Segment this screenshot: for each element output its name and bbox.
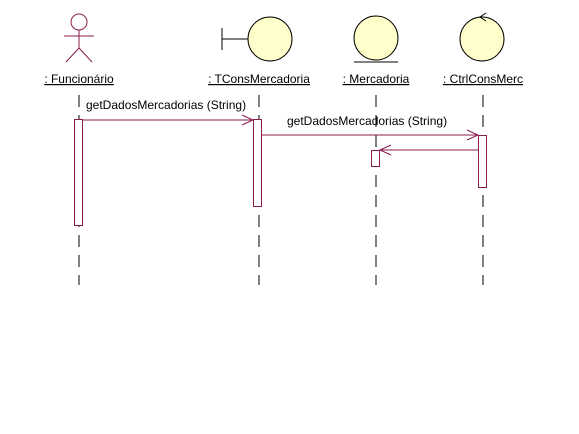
activations xyxy=(74,119,487,226)
activation-mercadoria xyxy=(371,150,380,167)
control-icon xyxy=(459,12,505,62)
activation-tconsmercadoria xyxy=(253,119,262,207)
participant-label-funcionario: : Funcionário xyxy=(44,72,114,86)
actor-icon xyxy=(64,13,94,63)
message-1: getDadosMercadorias (String) xyxy=(83,98,255,126)
message-2: getDadosMercadorias (String) xyxy=(262,114,480,141)
activation-ctrlconsmerc xyxy=(478,135,487,188)
participant-label-mercadoria: : Mercadoria xyxy=(343,72,410,86)
boundary-icon xyxy=(221,16,293,62)
message-label-1: getDadosMercadorias (String) xyxy=(86,98,246,112)
entity-icon xyxy=(353,15,399,63)
activation-funcionario xyxy=(74,119,83,226)
participant-label-ctrlconsmerc: : CtrlConsMerc xyxy=(443,72,523,86)
message-label-2: getDadosMercadorias (String) xyxy=(287,114,447,128)
participant-label-tconsmercadoria: : TConsMercadoria xyxy=(208,72,310,86)
message-3 xyxy=(378,144,478,156)
